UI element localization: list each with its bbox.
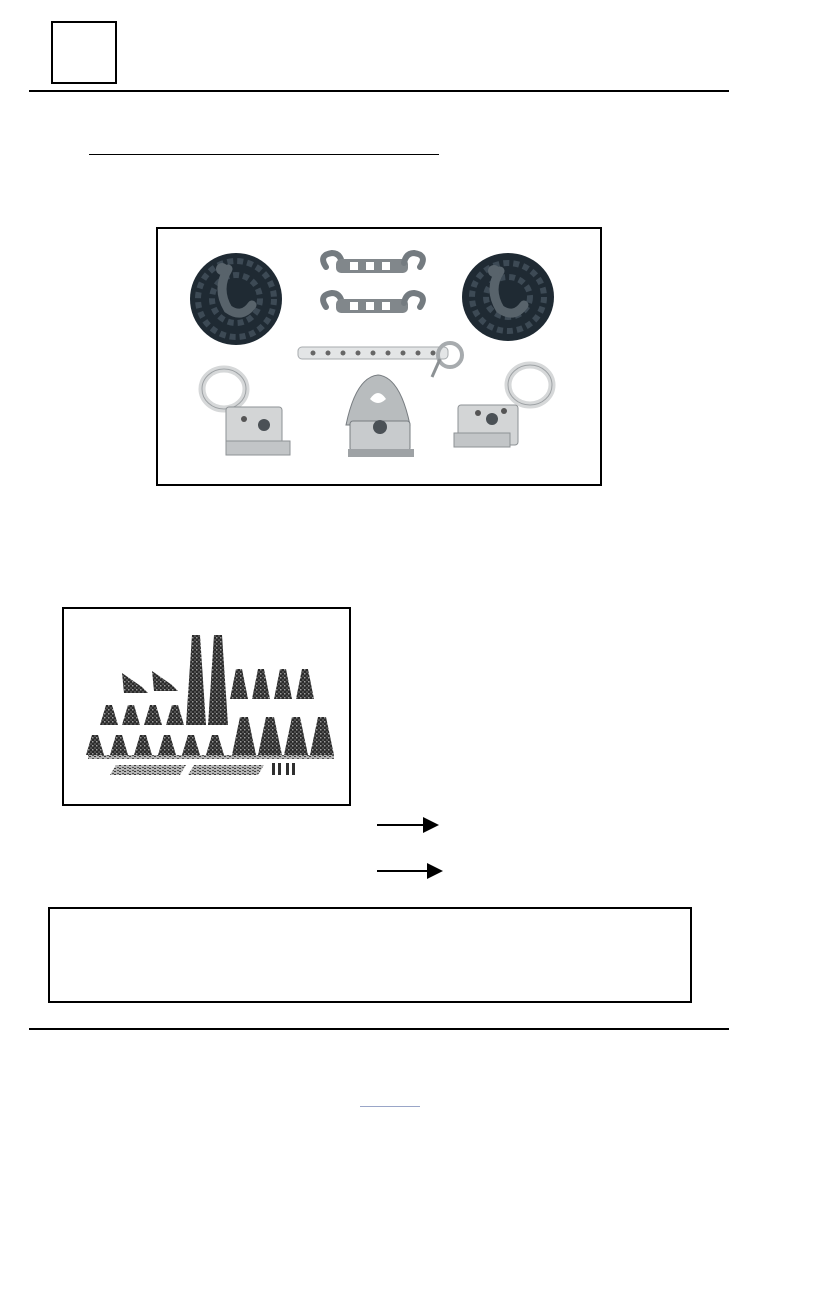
arrow-right-icon [423,817,439,833]
chain-coil-icon [190,253,282,345]
double-hook-icon [320,249,426,273]
figure-adapter-cone-set [62,607,351,806]
title-underline [89,154,439,155]
callout-arrow-2 [377,861,447,879]
note-box [48,907,692,1003]
adapter-cone-set-photo [86,635,334,775]
ring-clamp-icon [453,361,556,448]
footer-link-underline[interactable] [360,1106,420,1107]
chain-clamp-kit-photo [190,249,556,457]
callout-arrow-1 [377,815,441,833]
double-hook-icon [320,289,426,313]
page-title [89,130,439,152]
chain-coil-icon [462,253,554,341]
ring-clamp-icon [198,365,291,456]
cone-adapter-icon [86,635,334,775]
section-number-box [51,21,117,84]
adapter-bar-icon [297,341,464,378]
arrow-right-icon [427,863,443,879]
note-text [50,909,690,933]
header-rule [29,90,729,92]
anchor-clamp-icon [345,374,414,457]
figure-chain-clamp-kit [156,227,602,486]
footer-rule [29,1028,729,1030]
